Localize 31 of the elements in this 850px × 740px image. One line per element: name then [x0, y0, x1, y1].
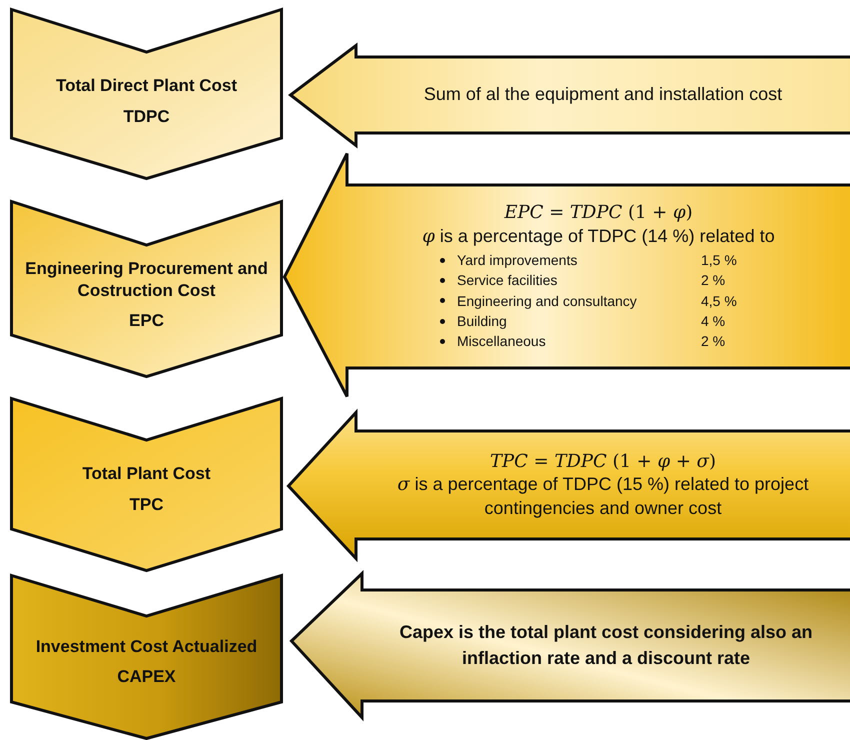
chevron-shape — [10, 8, 283, 180]
arrow-shape — [290, 572, 850, 719]
stage-title: Total Direct Plant Cost — [56, 75, 238, 98]
percentage-value: 2 % — [701, 332, 726, 352]
description-text: σ is a percentage of TDPC (15 %) related to project contingencies and owner cost — [396, 473, 810, 520]
formula: EPC = TDPC (1 + φ) — [504, 201, 693, 225]
percentage-value: 4 % — [701, 312, 726, 332]
description-text: Sum of al the equipment and installation cost — [422, 83, 784, 106]
chevron-shape — [10, 574, 283, 740]
stage-acronym: TPC — [130, 494, 164, 516]
formula: TPC = TDPC (1 + φ + σ) — [490, 450, 716, 474]
percentage-value: 2 % — [701, 271, 726, 290]
stage-title: Total Plant Cost — [82, 463, 211, 486]
cost-item: Building — [457, 312, 507, 332]
stage-title: Engineering Procurement and Costruction Cost — [24, 258, 269, 302]
stage-acronym: CAPEX — [117, 666, 176, 688]
stage-title: Investment Cost Actualized — [36, 636, 258, 658]
chevron-shape — [10, 397, 283, 572]
stage-acronym: EPC — [129, 310, 164, 332]
percentage-value: 1,5 % — [701, 251, 738, 270]
cost-item: Miscellaneous — [457, 332, 546, 352]
description-text: φ is a percentage of TDPC (14 %) related to — [422, 224, 775, 248]
chevron-shape — [10, 200, 283, 378]
description-text: Capex is the total plant cost considering also an inflaction rate and a discount rate — [398, 621, 814, 670]
arrow-shape — [289, 44, 850, 147]
percentage-value: 4,5 % — [701, 292, 738, 311]
cost-item: Engineering and consultancy — [457, 292, 637, 311]
arrow-shape — [287, 411, 850, 560]
stage-acronym: TDPC — [123, 106, 170, 128]
cost-item: Service facilities — [457, 271, 558, 290]
cost-item: Yard improvements — [457, 251, 578, 270]
